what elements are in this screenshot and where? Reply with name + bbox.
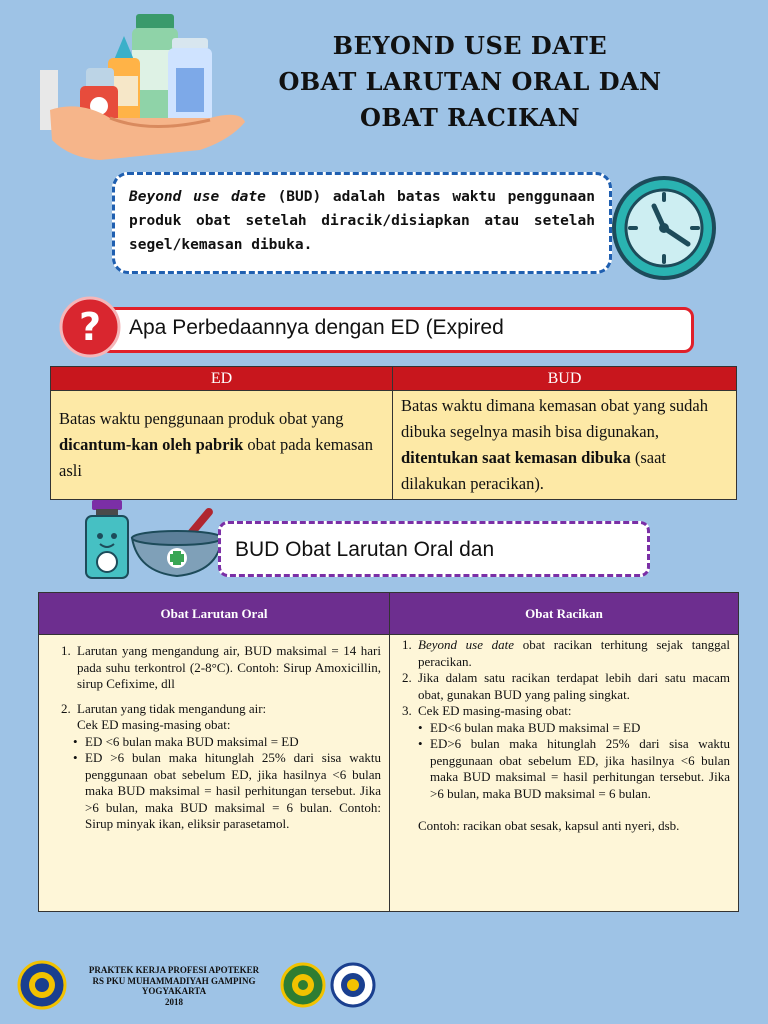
definition-box: Beyond use date (BUD) adalah batas waktu… (112, 172, 612, 274)
table-row: Batas waktu penggunaan produk obat yang … (50, 390, 737, 500)
definition-term: Beyond use date (129, 189, 266, 205)
page-title: BEYOND USE DATE OBAT LARUTAN ORAL DAN OB… (235, 28, 705, 136)
definition-text: Beyond use date (BUD) adalah batas waktu… (129, 185, 595, 257)
list-item: 1.Larutan yang mengandung air, BUD maksi… (61, 643, 381, 691)
section-label-box: BUD Obat Larutan Oral dan (218, 521, 650, 577)
section-label: BUD Obat Larutan Oral dan (235, 538, 495, 561)
list-item: 3.Cek ED masing-masing obat: (402, 703, 572, 718)
bud-rules-table: Obat Larutan Oral Obat Racikan 1.Larutan… (38, 592, 739, 912)
list-item: 2.Larutan yang tidak mengandung air: (61, 700, 267, 716)
title-line-1: BEYOND USE DATE (332, 31, 608, 60)
oral-sub-text: Cek ED masing-masing obat: (77, 717, 231, 732)
list-item: •ED>6 bulan maka hitunglah 25% dari sisa… (418, 736, 730, 801)
oral-rules-cell: 1.Larutan yang mengandung air, BUD maksi… (38, 634, 390, 912)
column-header-bud: BUD (392, 366, 737, 391)
title-line-3: OBAT RACIKAN (359, 103, 581, 132)
footer-line-3: YOGYAKARTA (141, 986, 207, 996)
pku-logo-icon (280, 962, 326, 1008)
umy-logo-icon (17, 960, 67, 1010)
definition-abbr: (BUD) (277, 189, 322, 205)
list-item: •ED <6 bulan maka BUD maksimal = ED (73, 733, 299, 749)
question-text: Apa Perbedaannya dengan ED (Expired (129, 316, 504, 339)
ed-bud-comparison-table: ED BUD Batas waktu penggunaan produk oba… (50, 366, 737, 500)
svg-text:?: ? (79, 305, 101, 349)
footer-line-4: 2018 (165, 996, 183, 1007)
ed-description: Batas waktu penggunaan produk obat yang … (50, 390, 393, 500)
bottle-mortar-icon (85, 500, 224, 579)
footer-line-2: RS PKU MUHAMMADIYAH GAMPING (92, 975, 256, 986)
clock-icon (612, 176, 716, 280)
footer-line-1: PRAKTEK KERJA PROFESI APOTEKER (88, 965, 260, 975)
question-banner: Apa Perbedaannya dengan ED (Expired (100, 307, 694, 353)
definition-body: adalah batas waktu penggunaan produk oba… (129, 189, 595, 253)
bud-description: Batas waktu dimana kemasan obat yang sud… (392, 390, 737, 500)
column-header-ed: ED (50, 366, 393, 391)
university-seal-icon (330, 962, 376, 1008)
column-header-racikan: Obat Racikan (389, 592, 739, 635)
racikan-rules-cell: 1.Beyond use date obat racikan terhitung… (389, 634, 739, 912)
racikan-example: Contoh: racikan obat sesak, kapsul anti … (418, 818, 680, 833)
column-header-oral: Obat Larutan Oral (38, 592, 390, 635)
question-mark-icon: ? (59, 296, 121, 358)
list-item: •ED<6 bulan maka BUD maksimal = ED (418, 719, 641, 735)
title-line-2: OBAT LARUTAN ORAL DAN (278, 67, 662, 96)
list-item: 2.Jika dalam satu racikan terdapat lebih… (402, 670, 730, 702)
hand-medicine-icon (40, 14, 245, 160)
footer-text: PRAKTEK KERJA PROFESI APOTEKER RS PKU MU… (74, 965, 274, 1007)
list-item: •ED >6 bulan maka hitunglah 25% dari sis… (73, 750, 381, 831)
list-item: 1.Beyond use date obat racikan terhitung… (402, 637, 730, 669)
table-row: 1.Larutan yang mengandung air, BUD maksi… (38, 634, 739, 912)
